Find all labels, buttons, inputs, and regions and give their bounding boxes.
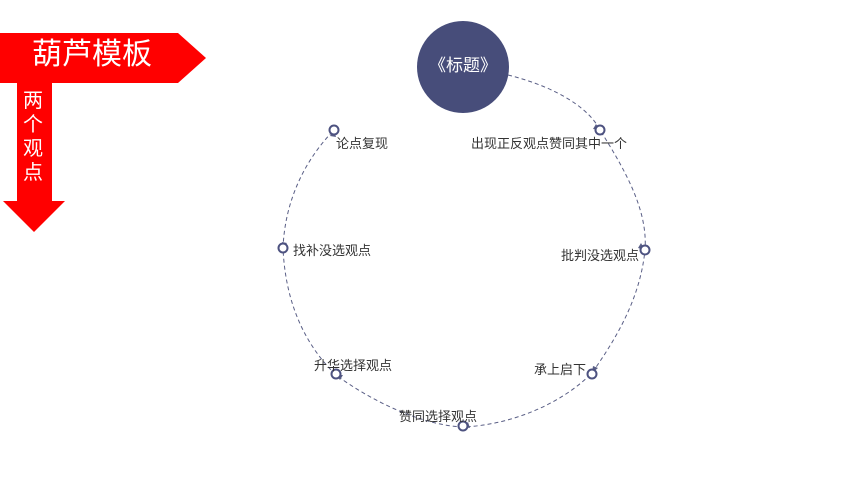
node-ring — [594, 124, 606, 136]
banner-title: 葫芦模板 — [32, 37, 152, 72]
node-label: 批判没选观点 — [561, 249, 640, 264]
title-banner-arrow — [0, 33, 206, 83]
node-label: 出现正反观点赞同其中一个 — [471, 137, 628, 152]
node-label: 找补没选观点 — [293, 244, 372, 259]
cycle-path — [282, 74, 646, 428]
node-ring — [277, 242, 289, 254]
down-arrow — [3, 83, 65, 232]
node-label: 承上启下 — [534, 363, 587, 378]
node-label: 赞同选择观点 — [399, 410, 478, 425]
node-ring — [457, 420, 469, 432]
node-ring — [330, 368, 342, 380]
banner-subtitle: 两个观点 — [23, 88, 43, 184]
node-label: 升华选择观点 — [314, 359, 393, 374]
node-label: 论点复现 — [336, 137, 389, 152]
center-circle — [417, 21, 509, 113]
node-ring — [639, 244, 651, 256]
node-ring — [328, 124, 340, 136]
center-title: 《标题》 — [429, 56, 497, 76]
node-ring — [586, 368, 598, 380]
